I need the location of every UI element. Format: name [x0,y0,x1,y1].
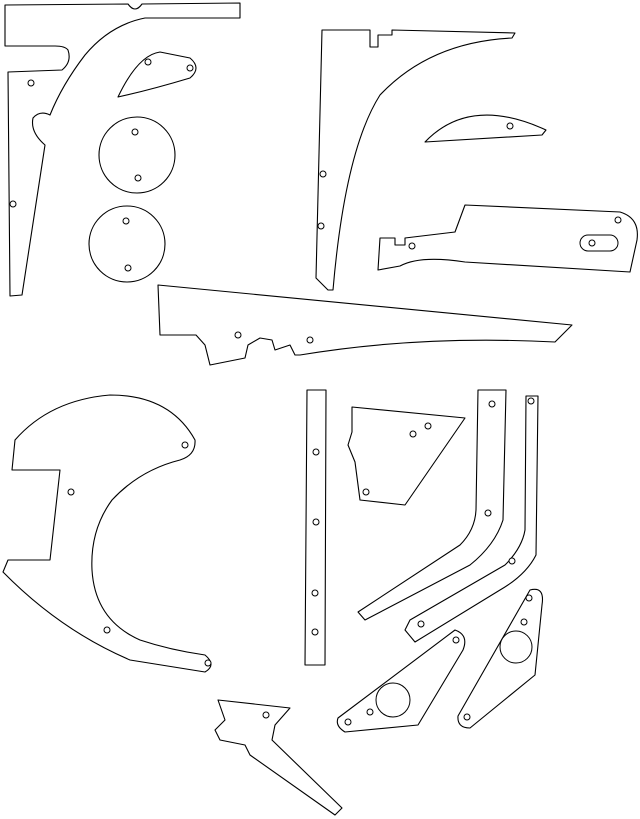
hole [527,397,535,405]
hole [463,713,471,721]
hole [506,122,514,130]
hole [344,718,352,726]
long-beam-part [157,284,573,366]
disc-part-2 [88,205,166,283]
triangle-plate-part-1 [336,629,466,733]
hole [124,264,132,272]
hole [234,331,242,339]
hole [306,336,314,344]
hole [508,557,516,565]
hole [311,589,319,597]
slotted-arm-part [377,204,638,273]
hole [317,222,325,230]
trapezoid-plate-part [347,406,466,506]
hole [362,488,370,496]
top-left-bracket-outline [4,2,241,297]
hole [409,430,417,438]
hole [144,58,152,66]
hole [417,620,425,628]
hole [131,128,139,136]
disc-part-1 [98,116,176,194]
hole [424,422,432,430]
hole [262,711,270,719]
hole [366,708,374,716]
teardrop-part [117,51,197,98]
hole [134,174,142,182]
slot [579,234,619,252]
hole [319,170,327,178]
hole [312,448,320,456]
hole [27,79,35,87]
hole [311,628,319,636]
hole [520,618,528,626]
j-strip-part-2 [404,395,539,643]
large-hole [499,630,533,664]
hole [181,441,189,449]
c-shaped-part [2,394,212,673]
hole [488,400,496,408]
hole [614,216,622,224]
hole [452,636,460,644]
top-left-bracket-part [4,2,241,297]
hole [588,239,596,247]
hole [186,64,194,72]
hole [9,200,17,208]
hole [103,626,111,634]
hole [122,217,130,225]
hole [525,594,533,602]
large-hole [375,682,411,718]
angled-bracket-part [214,699,343,816]
half-moon-part [424,114,547,143]
vertical-strip-part [304,389,327,666]
hole [67,488,75,496]
hole [484,509,492,517]
triangle-plate-part-2 [457,588,544,729]
j-strip-part-1 [357,389,507,621]
curved-bracket-part [315,29,516,291]
hole [312,518,320,526]
hole [204,659,212,667]
hole [408,242,416,250]
